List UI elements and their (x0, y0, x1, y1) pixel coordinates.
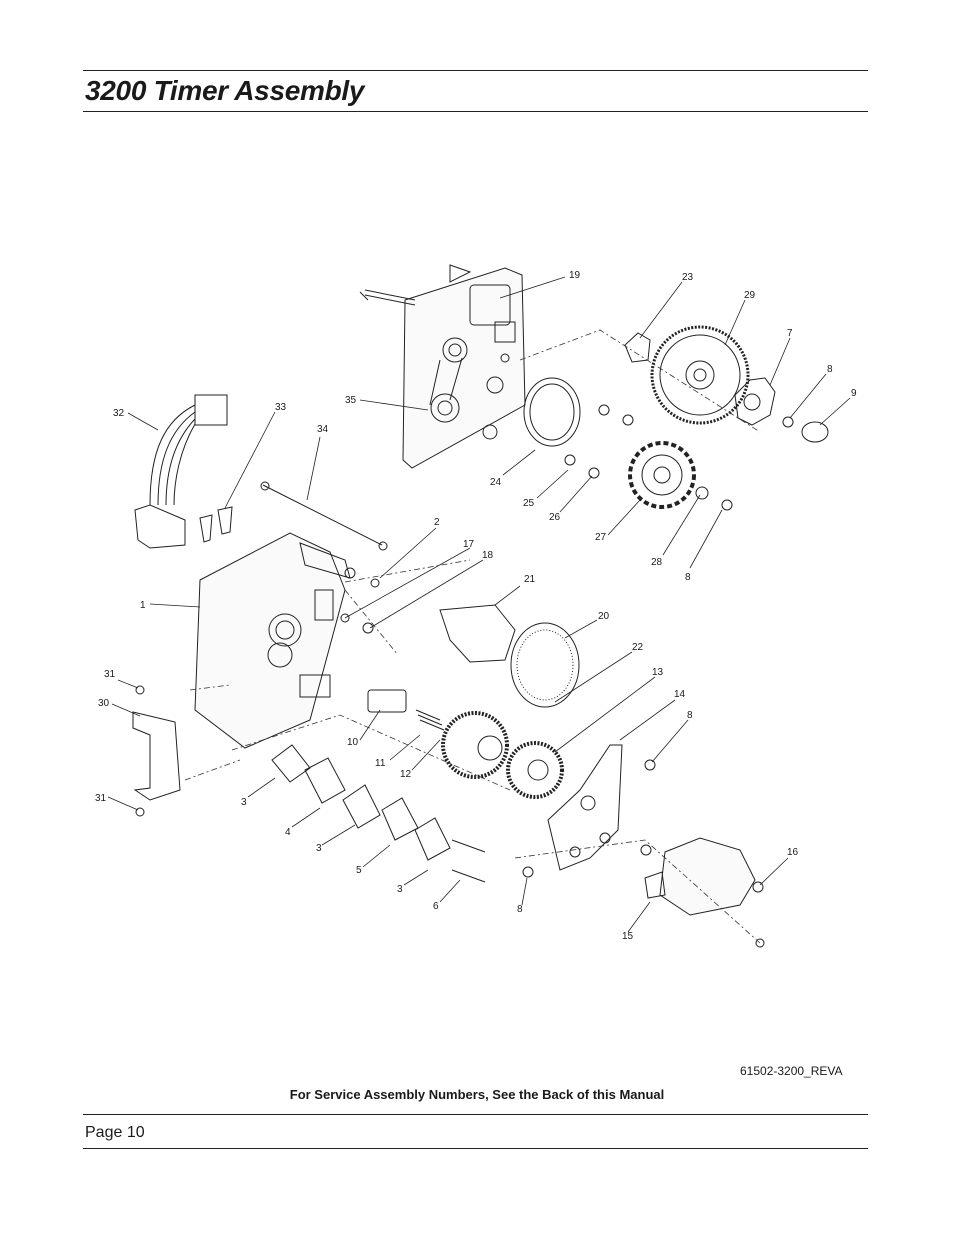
callout-24: 24 (490, 477, 502, 488)
callout-8b: 8 (685, 572, 691, 583)
callout-23: 23 (682, 272, 694, 283)
callout-4: 4 (285, 827, 291, 838)
callout-16: 16 (787, 847, 799, 858)
callout-26: 26 (549, 512, 561, 523)
callout-13: 13 (652, 667, 664, 678)
callout-6: 6 (433, 901, 439, 912)
callout-35: 35 (345, 395, 357, 406)
page-number: Page 10 (85, 1124, 145, 1141)
drive-gear-part (441, 711, 509, 779)
callout-18: 18 (482, 550, 494, 561)
callout-17: 17 (463, 539, 475, 550)
housing-part (194, 532, 380, 749)
main-gear-part (650, 325, 750, 425)
screw-part (782, 416, 794, 428)
cam-gear-part (628, 441, 696, 509)
star-knob-part (734, 377, 776, 426)
motor-part (644, 837, 756, 916)
footer-top-rule (83, 1114, 868, 1115)
callout-21: 21 (524, 574, 536, 585)
footer-bottom-rule (83, 1148, 868, 1149)
callout-28: 28 (651, 557, 663, 568)
pinion-part (367, 689, 407, 713)
dial-part (510, 622, 580, 708)
wire-nut-part (199, 514, 213, 543)
label-disc-part (801, 421, 829, 443)
callout-19: 19 (569, 270, 581, 281)
mounting-plate-part (547, 744, 623, 871)
callout-3c: 3 (397, 884, 403, 895)
wire-part (262, 484, 383, 546)
callout-25: 25 (523, 498, 535, 509)
callout-3b: 3 (316, 843, 322, 854)
callout-34: 34 (317, 424, 329, 435)
spring-part (415, 709, 445, 731)
callout-15: 15 (622, 931, 634, 942)
switch-screw-part (451, 839, 486, 883)
callout-7: 7 (787, 328, 793, 339)
callout-1: 1 (140, 600, 146, 611)
service-note: For Service Assembly Numbers, See the Ba… (289, 1087, 665, 1102)
callout-30: 30 (98, 698, 110, 709)
callout-8c: 8 (687, 710, 693, 721)
callout-14: 14 (674, 689, 686, 700)
callout-5: 5 (356, 865, 362, 876)
callout-9: 9 (851, 388, 857, 399)
gasket-part (523, 377, 581, 447)
drawing-number: 61502-3200_REVA (740, 1064, 843, 1078)
callout-8d: 8 (517, 904, 523, 915)
callout-12: 12 (400, 769, 412, 780)
backplate-part (359, 264, 526, 469)
callout-22: 22 (632, 642, 644, 653)
callout-31b: 31 (95, 793, 107, 804)
callout-31a: 31 (104, 669, 116, 680)
callout-27: 27 (595, 532, 607, 543)
page-title: 3200 Timer Assembly (85, 75, 365, 106)
callout-8a: 8 (827, 364, 833, 375)
switch-plate-part (271, 744, 311, 783)
wire-harness-part (134, 394, 228, 549)
callout-29: 29 (744, 290, 756, 301)
callout-11: 11 (375, 758, 386, 769)
idler-gear-part (506, 741, 564, 799)
header-top-rule (83, 70, 868, 71)
callout-32: 32 (113, 408, 125, 419)
header-bottom-rule (83, 111, 868, 112)
callout-33: 33 (275, 402, 287, 413)
bracket-part (132, 711, 181, 801)
knob-part (624, 332, 651, 363)
hub-part (439, 604, 516, 663)
callout-3a: 3 (241, 797, 247, 808)
callout-10: 10 (347, 737, 359, 748)
callout-20: 20 (598, 611, 610, 622)
callout-2: 2 (434, 517, 440, 528)
